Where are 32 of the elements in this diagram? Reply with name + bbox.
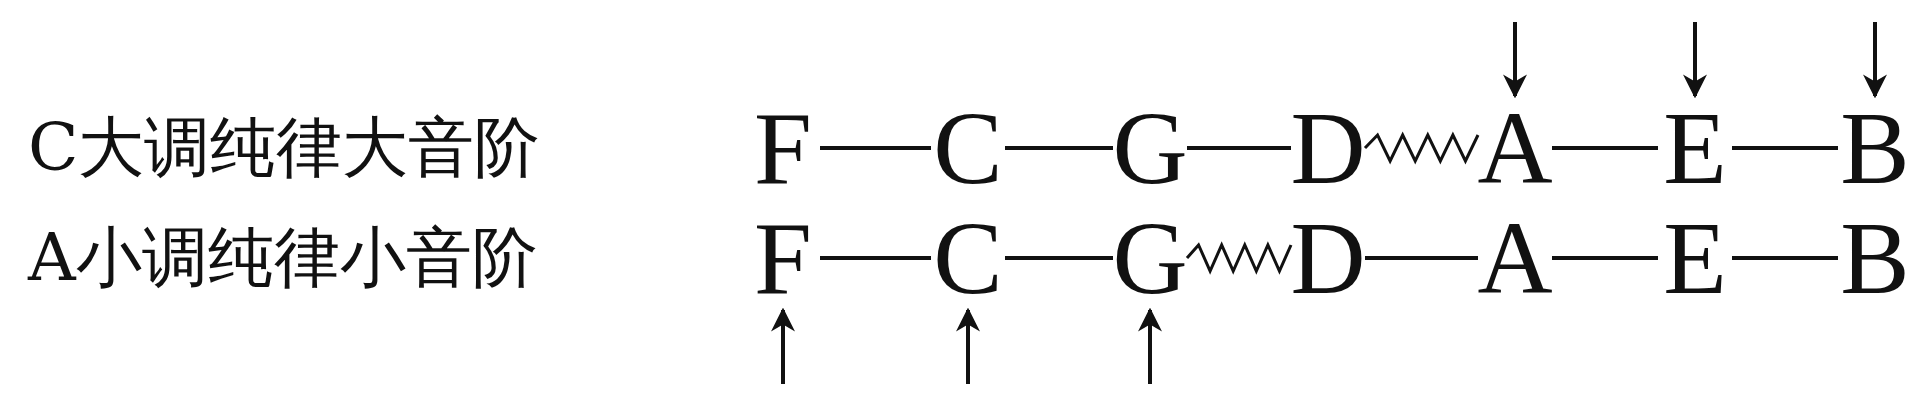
note-letter: D: [1295, 212, 1361, 304]
zigzag-line: [1185, 241, 1293, 275]
note-letter: G: [1117, 212, 1183, 304]
note-letter: F: [750, 212, 816, 304]
connector-line: [1187, 146, 1291, 150]
connector-line: [820, 256, 931, 260]
row-label: A小调纯律小音阶: [28, 218, 538, 298]
arrow: [1683, 22, 1707, 99]
connector-line: [1005, 256, 1113, 260]
arrow: [771, 307, 795, 384]
connector-line: [1365, 256, 1478, 260]
arrow: [1503, 22, 1527, 99]
note-letter: B: [1842, 212, 1908, 304]
note-letter: F: [750, 102, 816, 194]
note-letter: C: [935, 212, 1001, 304]
row-label: C大调纯律大音阶: [28, 108, 541, 188]
note-letter: G: [1117, 102, 1183, 194]
note-letter: D: [1295, 102, 1361, 194]
connector-line: [1732, 146, 1838, 150]
arrow: [1863, 22, 1887, 99]
connector-line: [1732, 256, 1838, 260]
connector-line: [1552, 146, 1658, 150]
note-letter: B: [1842, 102, 1908, 194]
connector-line: [1005, 146, 1113, 150]
note-letter: C: [935, 102, 1001, 194]
zigzag-line: [1363, 131, 1480, 165]
note-letter: E: [1662, 212, 1728, 304]
note-letter: E: [1662, 102, 1728, 194]
arrow: [956, 307, 980, 384]
arrow: [1138, 307, 1162, 384]
connector-line: [1552, 256, 1658, 260]
connector-line: [820, 146, 931, 150]
